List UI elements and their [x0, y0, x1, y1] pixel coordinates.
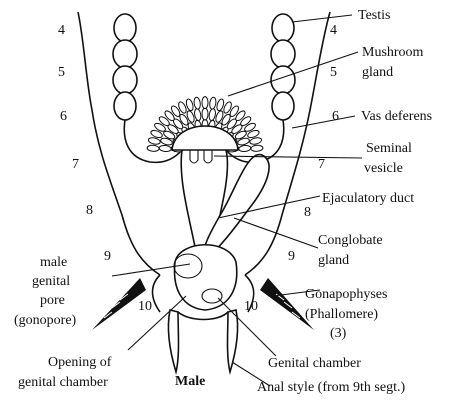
segment-right-9: 9 [288, 249, 295, 264]
mushroom-tubule [147, 137, 161, 145]
body-outline-left [77, 11, 161, 276]
segment-numbers-left: 4 5 6 7 8 9 10 [58, 23, 152, 314]
mushroom-tubule [247, 129, 260, 139]
label-gonapophyses-line1: Gonapophyses [305, 287, 387, 302]
mushroom-tubule [244, 122, 256, 132]
segment-left-10: 10 [138, 299, 152, 314]
mushroom-tubule [171, 105, 181, 117]
mushroom-tubule [201, 107, 209, 121]
segment-left-5: 5 [58, 65, 65, 80]
segment-right-7: 7 [318, 157, 325, 172]
label-vas-deferens: Vas deferens [361, 109, 432, 124]
segment-right-5: 5 [330, 65, 337, 80]
mushroom-tubule [186, 110, 195, 123]
mushroom-tubule [164, 110, 175, 122]
mushroom-tubule [208, 108, 216, 122]
mushroom-tubule [150, 129, 163, 139]
mushroom-gland-base [171, 125, 239, 151]
label-conglobate-gland-line2: gland [318, 253, 349, 268]
label-testis: Testis [358, 8, 390, 23]
mushroom-tubule [216, 98, 225, 112]
mushroom-tubule [160, 137, 173, 146]
mushroom-tubule [179, 113, 189, 126]
mushroom-tubule [229, 105, 239, 117]
label-opening-line1: Opening of [48, 355, 112, 370]
mushroom-tubule [178, 101, 187, 114]
mushroom-tubule [215, 110, 224, 123]
body-posterior-right [244, 274, 255, 313]
segment-left-9: 9 [104, 249, 111, 264]
mushroom-tubule [158, 144, 172, 153]
mushroom-tubule [237, 137, 250, 146]
mushroom-tubule [185, 98, 194, 112]
segment-left-6: 6 [60, 109, 67, 124]
caption-male: Male [175, 374, 205, 389]
segment-right-10: 10 [244, 299, 258, 314]
label-male-pore-line2: genital [32, 274, 70, 289]
chamber-inner [201, 288, 223, 304]
label-mushroom-gland-line1: Mushroom [362, 45, 424, 60]
label-opening-line2: genital chamber [18, 375, 108, 390]
label-ejaculatory-duct: Ejaculatory duct [322, 191, 414, 206]
body-posterior-left [151, 274, 161, 313]
posterior-lobe [177, 311, 229, 321]
segment-left-4: 4 [58, 23, 65, 38]
label-male-pore-line1: male [40, 255, 67, 270]
segment-numbers-right: 4 5 6 7 8 9 10 [244, 23, 339, 314]
body-outline-right [244, 11, 331, 276]
segment-right-6: 6 [332, 109, 339, 124]
mushroom-tubule [163, 130, 176, 140]
mushroom-tubule [223, 101, 232, 114]
segment-right-8: 8 [304, 205, 311, 220]
mushroom-tubule [238, 144, 252, 153]
segment-left-7: 7 [72, 157, 79, 172]
mushroom-tubule [240, 116, 252, 127]
label-gonapophyses-line3: (3) [330, 326, 347, 341]
mushroom-tubule [249, 137, 263, 145]
mushroom-tubule [201, 96, 209, 110]
seminal-vesicle-shape [189, 150, 213, 164]
conglobate-gland-shape [203, 153, 270, 260]
testis-left [112, 13, 138, 121]
mushroom-tubule [193, 96, 201, 110]
label-seminal-vesicle-line1: Seminal [366, 141, 412, 156]
gonapophyses-right [260, 278, 314, 330]
mushroom-tubule [194, 108, 202, 122]
testis-right [270, 13, 296, 121]
mushroom-tubule [209, 96, 217, 110]
mushroom-tubule [234, 130, 247, 140]
mushroom-tubule [154, 122, 166, 132]
leader-lines [111, 14, 363, 387]
label-mushroom-gland-line2: gland [362, 65, 393, 80]
label-genital-chamber: Genital chamber [268, 356, 361, 371]
segment-right-4: 4 [330, 23, 337, 38]
label-male-pore-line4: (gonopore) [14, 313, 77, 328]
mushroom-tubule [158, 116, 170, 127]
label-seminal-vesicle-line2: vesicle [364, 161, 403, 176]
mushroom-tubule [146, 144, 160, 152]
mushroom-tubule [250, 144, 264, 152]
label-anal-style: Anal style (from 9th segt.) [257, 380, 405, 395]
vas-deferens-left [123, 119, 183, 164]
mushroom-tubule [235, 110, 246, 122]
gonapophyses-left [92, 278, 146, 330]
label-male-pore-line3: pore [40, 293, 65, 308]
anal-style-right [226, 309, 239, 376]
segment-left-8: 8 [86, 203, 93, 218]
anal-style-left [167, 309, 180, 376]
label-conglobate-gland-line1: Conglobate [318, 233, 383, 248]
label-gonapophyses-line2: (Phallomere) [305, 307, 378, 322]
mushroom-tubule [221, 113, 231, 126]
